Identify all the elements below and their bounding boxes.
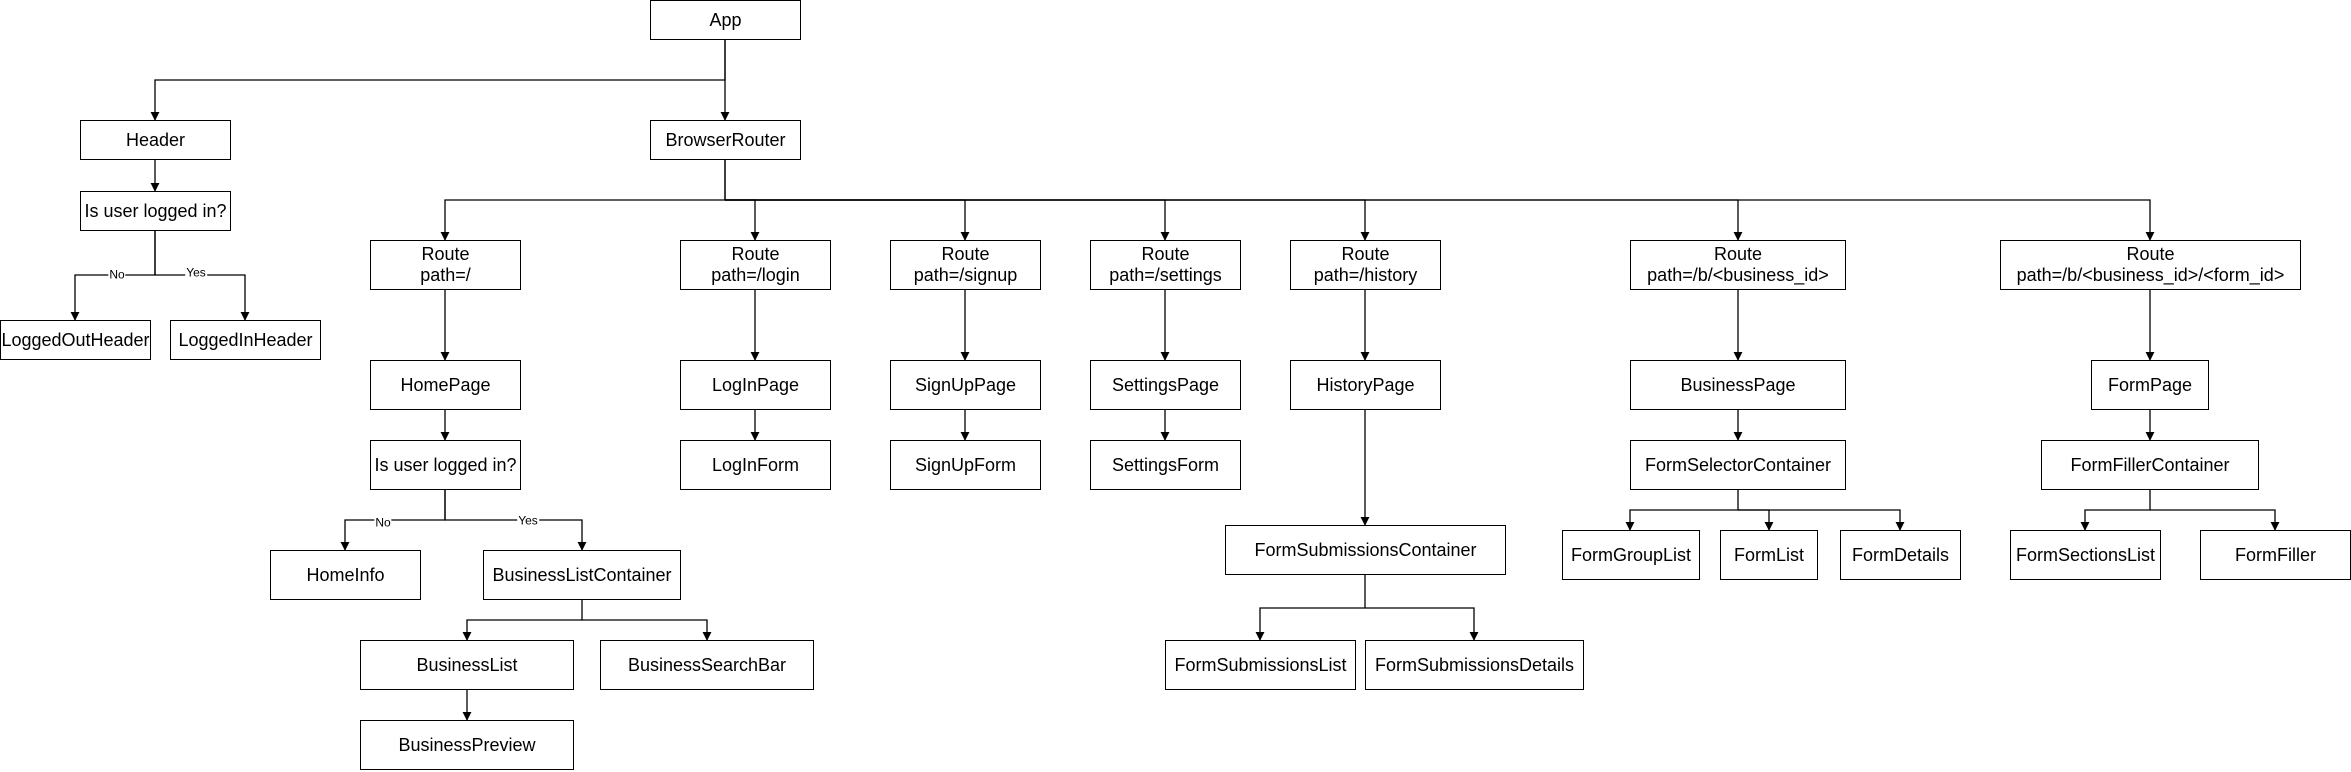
edge-container-to-submissions-details <box>1365 607 1479 641</box>
node-signup-page: SignUpPage <box>890 360 1041 410</box>
node-business-page: BusinessPage <box>1630 360 1846 410</box>
edge-selector-to-group-list <box>1625 490 1739 531</box>
node-business-list-container: BusinessListContainer <box>483 550 681 600</box>
node-header-decision: Is user logged in? <box>80 191 231 231</box>
edge-container-to-search-bar <box>582 619 712 641</box>
node-form-sections-list: FormSectionsList <box>2010 530 2161 580</box>
node-home-decision: Is user logged in? <box>370 440 521 490</box>
node-form-selector-container: FormSelectorContainer <box>1630 440 1846 490</box>
edge-selector-to-form-details <box>1738 509 1905 531</box>
node-form-group-list: FormGroupList <box>1562 530 1700 580</box>
node-settings-page: SettingsPage <box>1090 360 1241 410</box>
node-form-page: FormPage <box>2091 360 2209 410</box>
edge-router-to-route-settings <box>725 199 1170 241</box>
edge-selector-to-form-list <box>1738 509 1774 531</box>
edge-label-no: No <box>108 267 126 282</box>
edge-router-to-route-home <box>440 160 726 241</box>
node-logged-in-header: LoggedInHeader <box>170 320 321 360</box>
node-form-submissions-details: FormSubmissionsDetails <box>1365 640 1584 690</box>
edge-router-to-route-signup <box>725 199 970 241</box>
node-form-submissions-container: FormSubmissionsContainer <box>1225 525 1506 575</box>
edge-label-yes: Yes <box>185 265 207 280</box>
edge-label-no: No <box>374 515 392 530</box>
node-form-list: FormList <box>1720 530 1818 580</box>
edge-app-to-header <box>150 40 726 121</box>
edge-router-to-route-business <box>725 199 1743 241</box>
node-business-preview: BusinessPreview <box>360 720 574 770</box>
node-login-page: LogInPage <box>680 360 831 410</box>
node-form-submissions-list: FormSubmissionsList <box>1165 640 1356 690</box>
node-signup-form: SignUpForm <box>890 440 1041 490</box>
edge-home-decision-no <box>340 490 446 551</box>
node-form-filler-container: FormFillerContainer <box>2041 440 2259 490</box>
node-settings-form: SettingsForm <box>1090 440 1241 490</box>
edge-filler-container-to-sections <box>2080 490 2151 531</box>
node-app: App <box>650 0 801 40</box>
node-history-page: HistoryPage <box>1290 360 1441 410</box>
node-form-filler: FormFiller <box>2200 530 2351 580</box>
node-browser-router: BrowserRouter <box>650 120 801 160</box>
edge-filler-container-to-filler <box>2150 509 2280 531</box>
node-form-details: FormDetails <box>1840 530 1961 580</box>
edge-container-to-business-list <box>462 600 583 641</box>
edge-label-yes: Yes <box>517 513 539 528</box>
node-home-info: HomeInfo <box>270 550 421 600</box>
node-business-list: BusinessList <box>360 640 574 690</box>
node-logged-out-header: LoggedOutHeader <box>0 320 151 360</box>
node-home-page: HomePage <box>370 360 521 410</box>
node-login-form: LogInForm <box>680 440 831 490</box>
node-business-search-bar: BusinessSearchBar <box>600 640 814 690</box>
edge-router-to-route-form <box>725 199 2155 241</box>
edge-home-decision-yes <box>444 490 587 551</box>
edge-container-to-submissions-list <box>1255 575 1366 641</box>
node-header: Header <box>80 120 231 160</box>
edge-router-to-route-history <box>725 199 1370 241</box>
